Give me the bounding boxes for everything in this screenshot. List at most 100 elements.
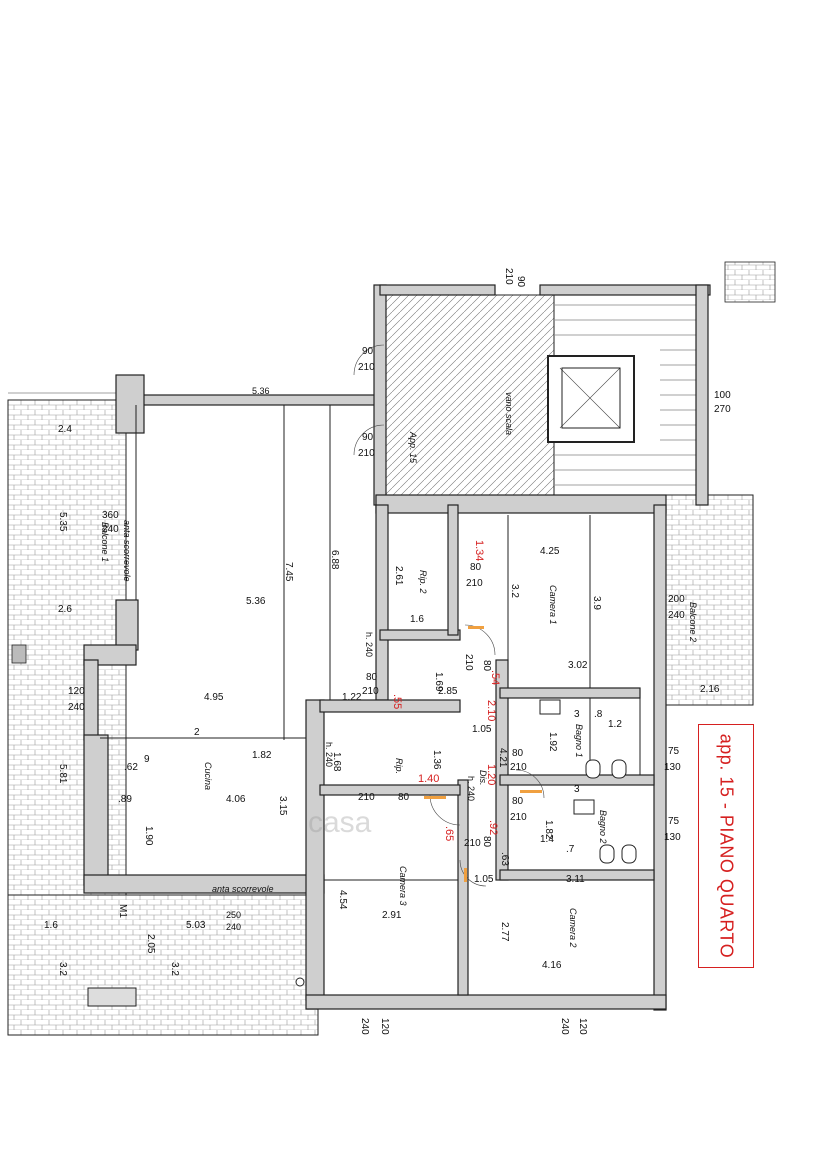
dim: 1.05 xyxy=(472,724,492,735)
dim: 240 xyxy=(102,524,119,535)
dim: .7 xyxy=(566,844,575,855)
plan-title: app. 15 - PIANO QUARTO xyxy=(716,733,737,959)
room-cucina: Cucina xyxy=(203,762,213,790)
dim: 3 xyxy=(574,784,580,795)
dim: 3 xyxy=(574,709,580,720)
room-labels: Balcone 1 Balcone 2 vano scala App. 15 R… xyxy=(100,392,698,948)
room-rip2: Rip. 2 xyxy=(418,570,428,594)
dim: 240 xyxy=(668,610,685,621)
dim: 5.36 xyxy=(252,386,270,396)
dim: 130 xyxy=(664,832,681,843)
dim: .65 xyxy=(443,826,455,841)
stair-hall xyxy=(383,294,555,496)
dim: 1.69 xyxy=(433,672,444,692)
dim: 1.82 xyxy=(543,820,554,840)
dim: 4.95 xyxy=(204,692,224,703)
dim: .62 xyxy=(124,762,138,773)
dim: 2.61 xyxy=(393,566,404,586)
label-h240-a: h. 240 xyxy=(364,632,374,657)
dim: 240 xyxy=(559,1018,570,1035)
dim: 5.81 xyxy=(57,764,68,784)
room-rip: Rip. xyxy=(394,758,404,774)
dim: 210 xyxy=(466,578,483,589)
stair-steps xyxy=(555,304,700,486)
dim: 120 xyxy=(379,1018,390,1035)
room-dis: Dis. xyxy=(478,770,488,786)
dim: 80 xyxy=(481,836,492,848)
dim: .8 xyxy=(594,709,603,720)
dim: 2.4 xyxy=(58,424,72,435)
watermark: casa xyxy=(308,806,372,839)
dim: 2.91 xyxy=(382,910,402,921)
dim: 6.88 xyxy=(329,550,340,570)
dim: 1.6 xyxy=(44,920,58,931)
dim: 1.36 xyxy=(431,750,442,770)
dim: 7.45 xyxy=(283,562,294,582)
dim: 4.25 xyxy=(540,546,560,557)
dim: 2 xyxy=(194,727,200,738)
dim: 360 xyxy=(102,510,119,521)
dim: 2.77 xyxy=(499,922,510,942)
dim: 1.92 xyxy=(547,732,558,752)
dim: .55 xyxy=(391,694,403,709)
terrace-bottom xyxy=(7,894,319,1036)
label-h240-b: h. 240 xyxy=(324,742,334,767)
label-anta-1: anta scorrevole xyxy=(122,520,132,582)
interior-lines xyxy=(100,405,641,881)
dim: .54 xyxy=(489,670,501,685)
dim: 1.90 xyxy=(143,826,154,846)
dim: 100 xyxy=(714,390,731,401)
dim: 80 xyxy=(366,672,378,683)
room-camera1: Camera 1 xyxy=(548,585,558,625)
label-anta-2: anta scorrevole xyxy=(212,884,274,894)
balcone-2 xyxy=(664,494,754,706)
dim: 210 xyxy=(503,268,514,285)
dim: 80 xyxy=(481,660,492,672)
room-balcone-2: Balcone 2 xyxy=(688,602,698,642)
dim: 130 xyxy=(664,762,681,773)
room-vano-scala: vano scala xyxy=(504,392,514,435)
dim: 2.6 xyxy=(58,604,72,615)
dim: 4.54 xyxy=(337,890,348,910)
dim: 5.03 xyxy=(186,920,206,931)
dim: 2.16 xyxy=(700,684,720,695)
dim: 120 xyxy=(68,686,85,697)
dim: 1.34 xyxy=(473,540,485,561)
dim: 200 xyxy=(668,594,685,605)
dim: 3.2 xyxy=(509,584,520,598)
doors xyxy=(353,344,545,887)
dim: 2.05 xyxy=(145,934,156,954)
dim: 120 xyxy=(577,1018,588,1035)
dim: 9 xyxy=(144,754,150,765)
dim: 1.4 xyxy=(540,834,554,845)
dim: 3.2 xyxy=(57,962,68,976)
dim: 210 xyxy=(510,762,527,773)
dim: 2.10 xyxy=(485,700,497,721)
dim: 4.21 xyxy=(497,748,508,768)
dim: 80 xyxy=(512,796,524,807)
dim: 4.06 xyxy=(226,794,246,805)
dim: 1.20 xyxy=(485,764,497,785)
dim: 210 xyxy=(358,362,375,373)
sink-fixtures xyxy=(539,699,637,864)
dim: 210 xyxy=(464,838,481,849)
dim: 90 xyxy=(362,346,374,357)
room-camera3: Camera 3 xyxy=(398,866,408,906)
dim: 210 xyxy=(358,792,375,803)
dim: 3.11 xyxy=(566,874,585,885)
dim: 3.02 xyxy=(568,660,588,671)
room-camera2: Camera 2 xyxy=(568,908,578,948)
dim: 1.05 xyxy=(474,874,494,885)
door-markers xyxy=(424,626,542,882)
room-balcone-1: Balcone 1 xyxy=(100,522,110,562)
dim: 1.40 xyxy=(418,773,439,785)
dim: .89 xyxy=(118,794,132,805)
dim: 75 xyxy=(668,816,680,827)
room-bagno1: Bagno 1 xyxy=(574,724,584,758)
dim: 80 xyxy=(398,792,410,803)
dim: 1.22 xyxy=(342,692,362,703)
walls xyxy=(83,284,711,1011)
dim: 75 xyxy=(668,746,680,757)
dim: 1.2 xyxy=(608,719,622,730)
